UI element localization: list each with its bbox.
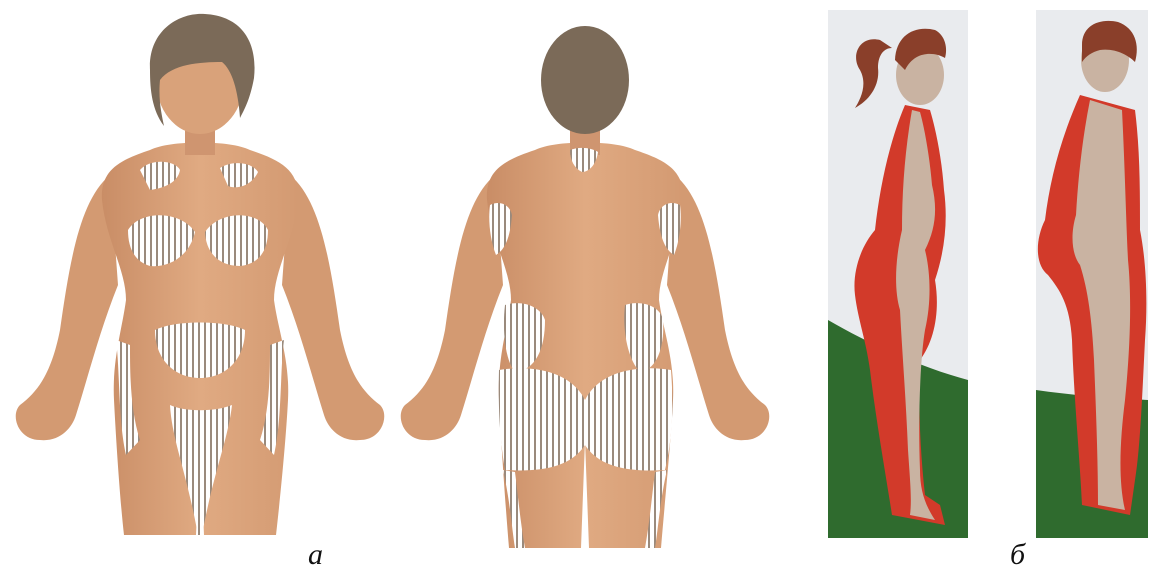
caption-a: а — [308, 540, 323, 570]
caption-b: б — [1010, 540, 1025, 570]
male-side-profile-icon — [1036, 10, 1148, 538]
female-side-profile-icon — [828, 10, 968, 538]
female-back-figure-icon — [401, 26, 770, 548]
female-front-figure-icon — [16, 14, 385, 535]
